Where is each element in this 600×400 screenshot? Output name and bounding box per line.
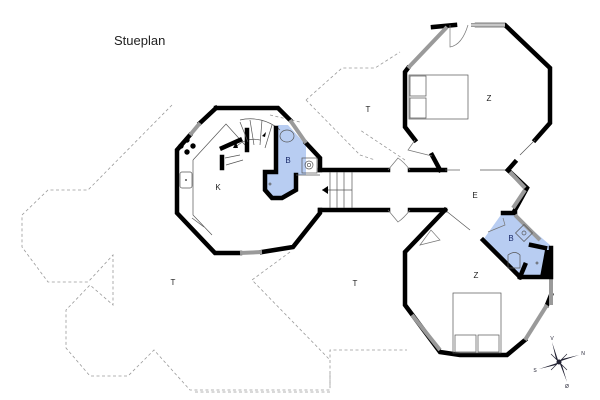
stove-icon [178, 137, 196, 155]
room-label-terrace-3: T [353, 279, 358, 288]
room-label-kitchen: K [215, 183, 221, 192]
compass-icon: V N S Ø [533, 336, 585, 390]
svg-text:S: S [533, 368, 537, 374]
bedroom-1-walls [402, 22, 553, 174]
stair-arrow-icon [322, 186, 328, 194]
bedroom-2-walls [402, 206, 554, 358]
terrace-outlines [21, 51, 407, 393]
room-label-bath-2: B [508, 234, 513, 243]
bath-1-walls [262, 125, 320, 201]
room-label-bedroom-1: Z [487, 94, 492, 103]
room-label-entrance: E [472, 191, 477, 200]
bath-2-walls [479, 210, 554, 281]
bed-2 [452, 292, 502, 354]
bed-1 [408, 74, 469, 120]
svg-text:V: V [550, 336, 554, 342]
entrance-walls [444, 166, 530, 231]
svg-text:N: N [581, 351, 585, 357]
svg-text:Ø: Ø [565, 384, 569, 390]
corridor [317, 157, 508, 223]
bath-2-fill [483, 212, 550, 277]
spiral-staircase [219, 118, 281, 171]
plan-title: Stueplan [114, 33, 166, 48]
room-label-terrace-1: T [366, 105, 371, 114]
room-label-terrace-2: T [171, 278, 176, 287]
room-label-bath-1: B [285, 156, 290, 165]
kitchen-counter [179, 123, 246, 236]
room-label-bedroom-2: Z [474, 271, 479, 280]
